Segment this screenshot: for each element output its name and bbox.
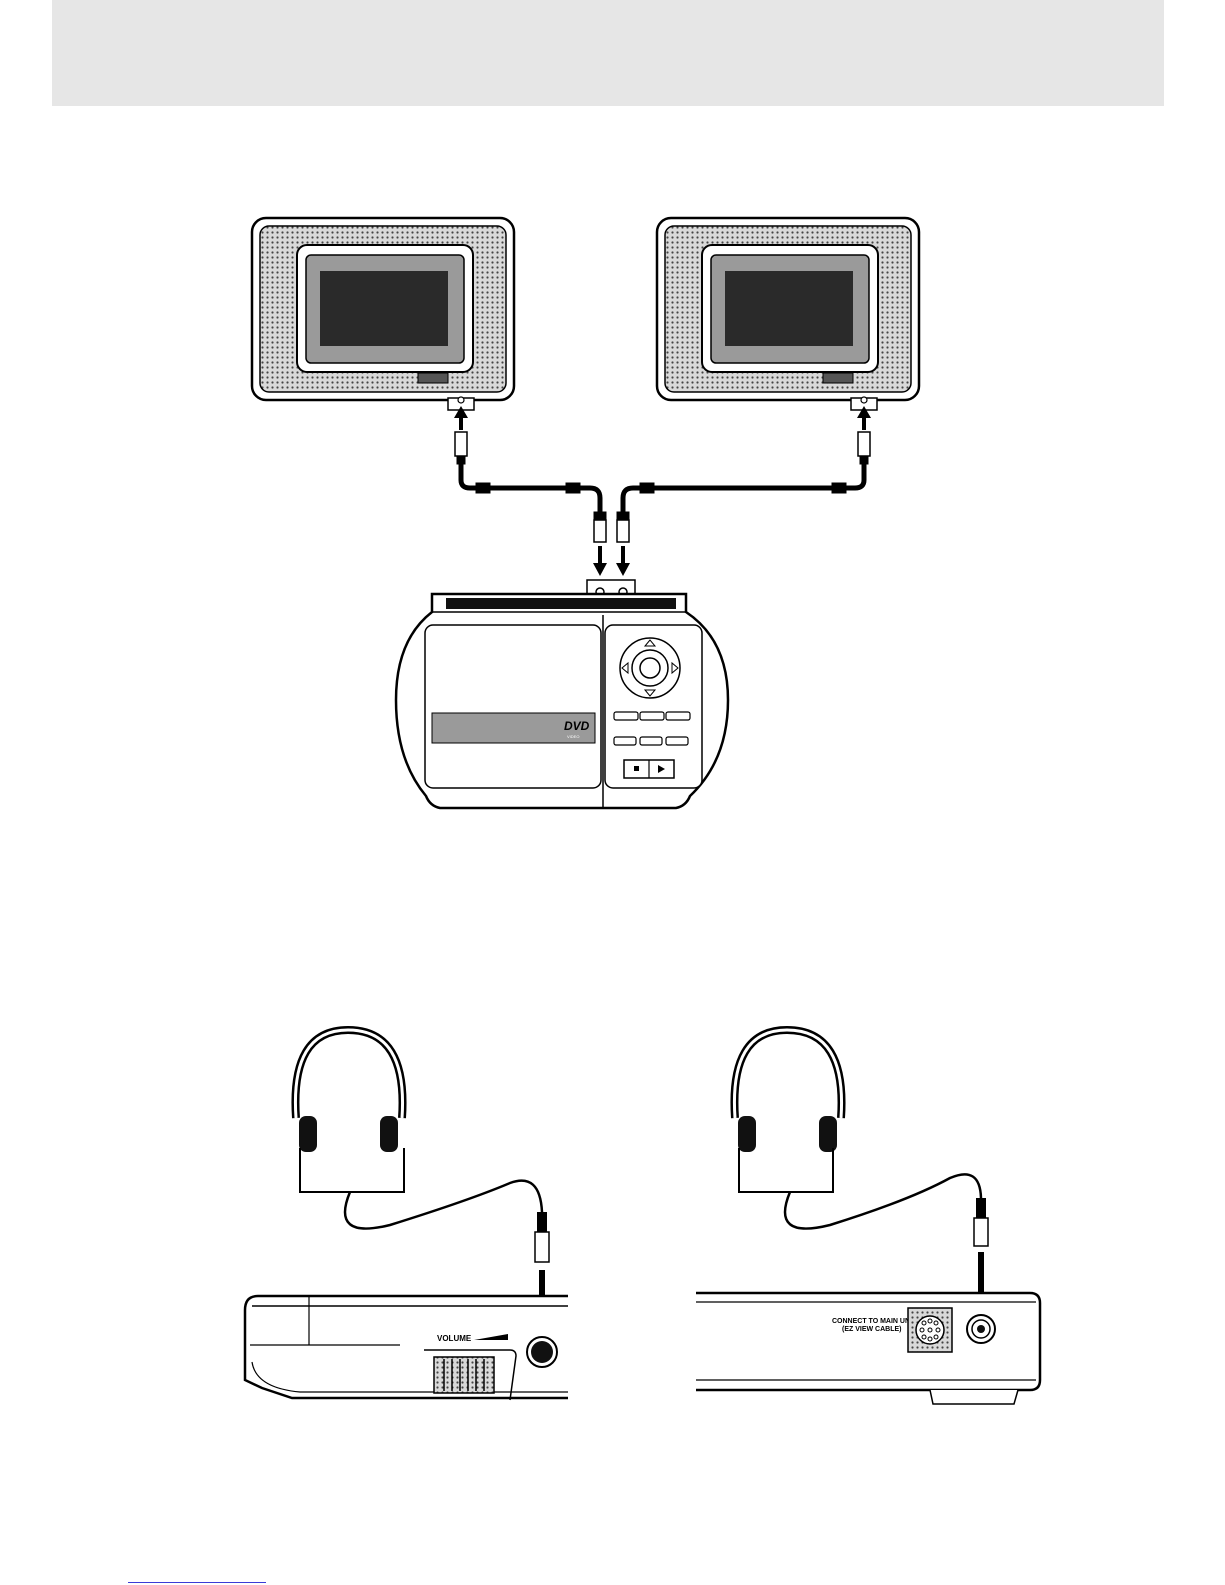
footer-link-underline xyxy=(128,1582,266,1583)
right-monitor xyxy=(657,218,919,410)
ez-view-cable-right xyxy=(617,432,870,542)
arrow-down-player-right xyxy=(616,546,630,576)
ez-view-cable-left xyxy=(455,432,606,542)
dvd-sub-label: VIDEO xyxy=(567,734,579,739)
headphones-right xyxy=(734,1030,988,1246)
connect-label-line1: CONNECT TO MAIN UNIT xyxy=(832,1318,917,1325)
volume-label: VOLUME xyxy=(437,1334,472,1343)
dvd-player: DVD VIDEO xyxy=(396,580,728,808)
monitor-side-view: CONNECT TO MAIN UNIT (EZ VIEW CABLE) xyxy=(696,1293,1040,1404)
arrow-down-player-left xyxy=(593,546,607,576)
left-monitor xyxy=(252,218,514,410)
connect-label-line2: (EZ VIEW CABLE) xyxy=(842,1326,902,1333)
player-side-view: VOLUME xyxy=(245,1296,568,1400)
volume-wheel xyxy=(434,1357,494,1393)
headphones-left xyxy=(295,1030,549,1262)
dvd-logo: DVD xyxy=(564,719,590,733)
